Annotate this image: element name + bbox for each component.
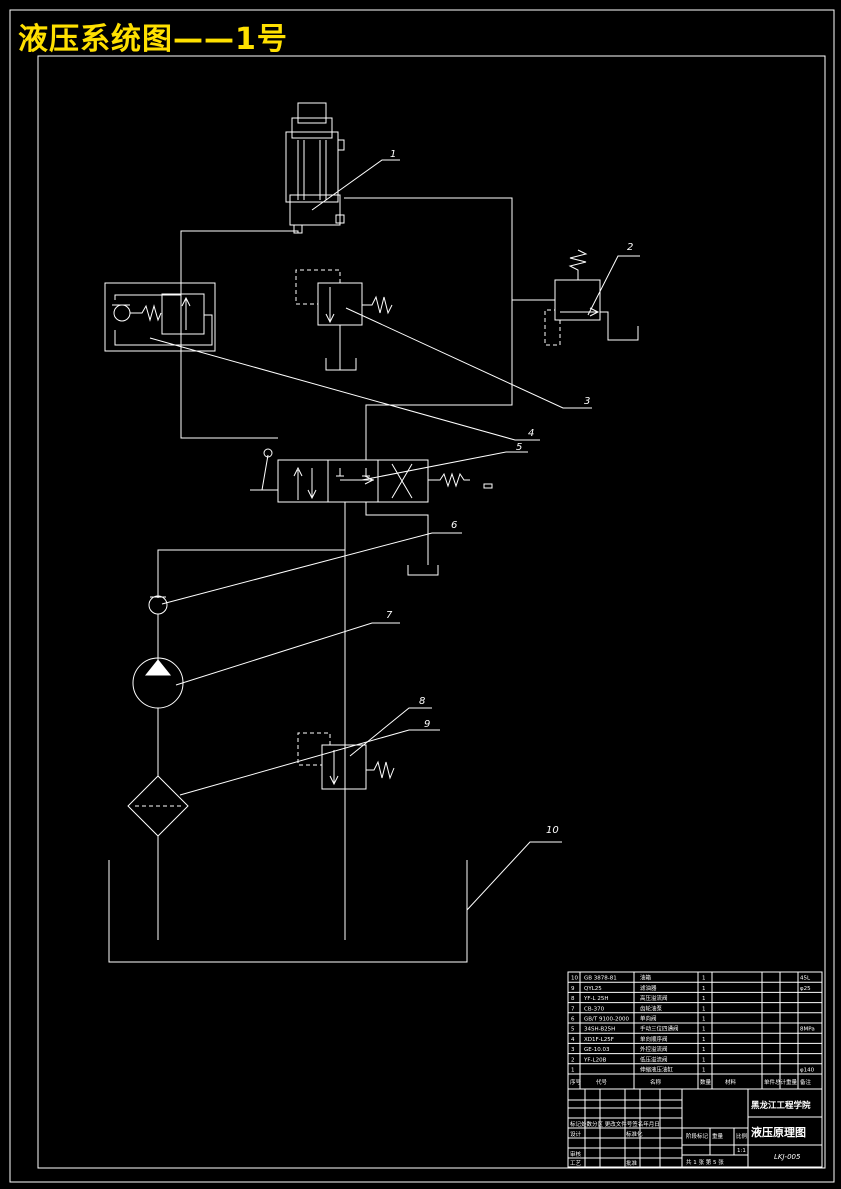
- process-label: 工艺: [570, 1160, 582, 1167]
- sheet-count: 共 1 张 第 5 张: [686, 1158, 724, 1166]
- parts-cell-no: 4: [571, 1037, 575, 1043]
- parts-cell-code: 34SH-B25H: [584, 1027, 615, 1033]
- callout-9: 9: [424, 719, 430, 730]
- stage-label: 阶段标记: [686, 1132, 709, 1140]
- parts-cell-no: 2: [571, 1057, 575, 1063]
- callout-5: 5: [516, 442, 522, 453]
- parts-cell-no: 10: [571, 976, 578, 982]
- manual-directional-valve: [250, 448, 493, 940]
- outer-frame: [9, 9, 835, 1183]
- parts-cell-note: φ25: [800, 986, 811, 992]
- callout-4: 4: [528, 428, 534, 439]
- callout-labels: 1 2 3 4 5 6 7 8 9 10: [386, 149, 633, 836]
- parts-cell-code: QYL25: [584, 986, 602, 992]
- parts-header-weight: 单件总计重量: [764, 1078, 798, 1086]
- parts-cell-name: 低压溢流阀: [640, 1055, 668, 1063]
- callout-7: 7: [386, 610, 393, 621]
- parts-cell-no: 7: [571, 1006, 575, 1012]
- parts-cell-code: YF-L 25H: [583, 996, 608, 1002]
- parts-cell-name: 齿轮油泵: [640, 1004, 663, 1012]
- parts-cell-code: YF-L20B: [583, 1057, 607, 1063]
- parts-cell-qty: 1: [702, 1047, 706, 1053]
- gear-pump: [132, 657, 184, 776]
- parts-cell-name: 外控溢流阀: [640, 1045, 668, 1053]
- parts-cell-qty: 1: [702, 1006, 706, 1012]
- parts-cell-code: XD1F-L25F: [584, 1037, 614, 1043]
- parts-cell-name: 伸缩液压油缸: [640, 1066, 674, 1074]
- inner-frame: [37, 55, 826, 1169]
- drawing-title: 液压系统图——1号: [18, 22, 288, 57]
- parts-cell-qty: 1: [702, 996, 706, 1002]
- telescopic-cylinder: [285, 102, 345, 234]
- revision-row: 标记处数分区 更改文件号签名年月日: [570, 1120, 660, 1128]
- parts-cell-no: 9: [571, 986, 575, 992]
- design-label: 设计: [570, 1130, 582, 1138]
- parts-cell-note: φ140: [800, 1068, 815, 1074]
- review-label: 审核: [570, 1150, 582, 1158]
- parts-cell-note: 45L: [800, 976, 811, 982]
- parts-header-note: 备注: [800, 1078, 812, 1086]
- callout-1: 1: [390, 149, 396, 160]
- callout-2: 2: [627, 242, 633, 253]
- parts-cell-qty: 1: [702, 986, 706, 992]
- parts-header-code: 代号: [596, 1078, 608, 1086]
- standard-label: 标准化: [626, 1130, 643, 1138]
- scale-label: 比例: [736, 1132, 748, 1140]
- parts-cell-name: 滤油器: [640, 984, 657, 992]
- drawing-number: LKJ-005: [774, 1153, 801, 1161]
- parts-cell-code: GB/T 9100-2000: [584, 1017, 629, 1023]
- parts-header-no: 序号: [570, 1078, 582, 1086]
- parts-header-material: 材料: [725, 1078, 737, 1086]
- school-name: 黑龙江工程学院: [751, 1100, 811, 1111]
- parts-cell-no: 1: [571, 1068, 575, 1074]
- parts-header-qty: 数量: [700, 1078, 712, 1086]
- parts-cell-no: 8: [571, 996, 575, 1002]
- callout-3: 3: [584, 396, 590, 407]
- parts-cell-code: GE-10.03: [584, 1047, 610, 1053]
- check-valve: [148, 549, 345, 660]
- approve-label: 批准: [626, 1159, 638, 1167]
- parts-cell-code: CB-370: [584, 1006, 605, 1012]
- high-pressure-relief-valve: [297, 732, 395, 790]
- oil-tank: [108, 860, 468, 963]
- low-pressure-relief-valve: [512, 249, 639, 346]
- weight-label: 重量: [712, 1132, 724, 1140]
- callout-10: 10: [546, 825, 559, 836]
- callout-6: 6: [451, 520, 457, 531]
- filter: [127, 775, 189, 940]
- parts-cell-note: 8MPa: [800, 1027, 815, 1033]
- parts-cell-qty: 1: [702, 1068, 706, 1074]
- parts-cell-qty: 1: [702, 1027, 706, 1033]
- parts-cell-code: GB 3878-81: [584, 976, 617, 982]
- parts-cell-name: 高压溢流阀: [640, 994, 668, 1002]
- parts-cell-name: 单向顺序阀: [640, 1035, 668, 1043]
- title-block: [567, 1088, 823, 1168]
- parts-cell-no: 6: [571, 1017, 575, 1023]
- parts-cell-no: 3: [571, 1047, 575, 1053]
- parts-cell-qty: 1: [702, 1017, 706, 1023]
- parts-cell-qty: 1: [702, 1057, 706, 1063]
- parts-cell-qty: 1: [702, 1037, 706, 1043]
- parts-cell-name: 手动三位四通阀: [640, 1025, 679, 1033]
- parts-cell-no: 5: [571, 1027, 575, 1033]
- scale-value: 1:1: [737, 1148, 746, 1154]
- parts-cell-qty: 1: [702, 976, 706, 982]
- drawing-name: 液压原理图: [751, 1125, 806, 1139]
- leader-lines: [149, 159, 640, 911]
- check-sequence-valve: [104, 282, 216, 352]
- external-relief-valve: [295, 269, 393, 371]
- parts-header-name: 名称: [650, 1078, 662, 1086]
- parts-cell-name: 单向阀: [640, 1015, 657, 1023]
- title-block-text: 黑龙江工程学院 液压原理图 LKJ-005 标记处数分区 更改文件号签名年月日 …: [570, 1100, 811, 1167]
- callout-8: 8: [419, 696, 425, 707]
- parts-cell-name: 油箱: [640, 974, 652, 982]
